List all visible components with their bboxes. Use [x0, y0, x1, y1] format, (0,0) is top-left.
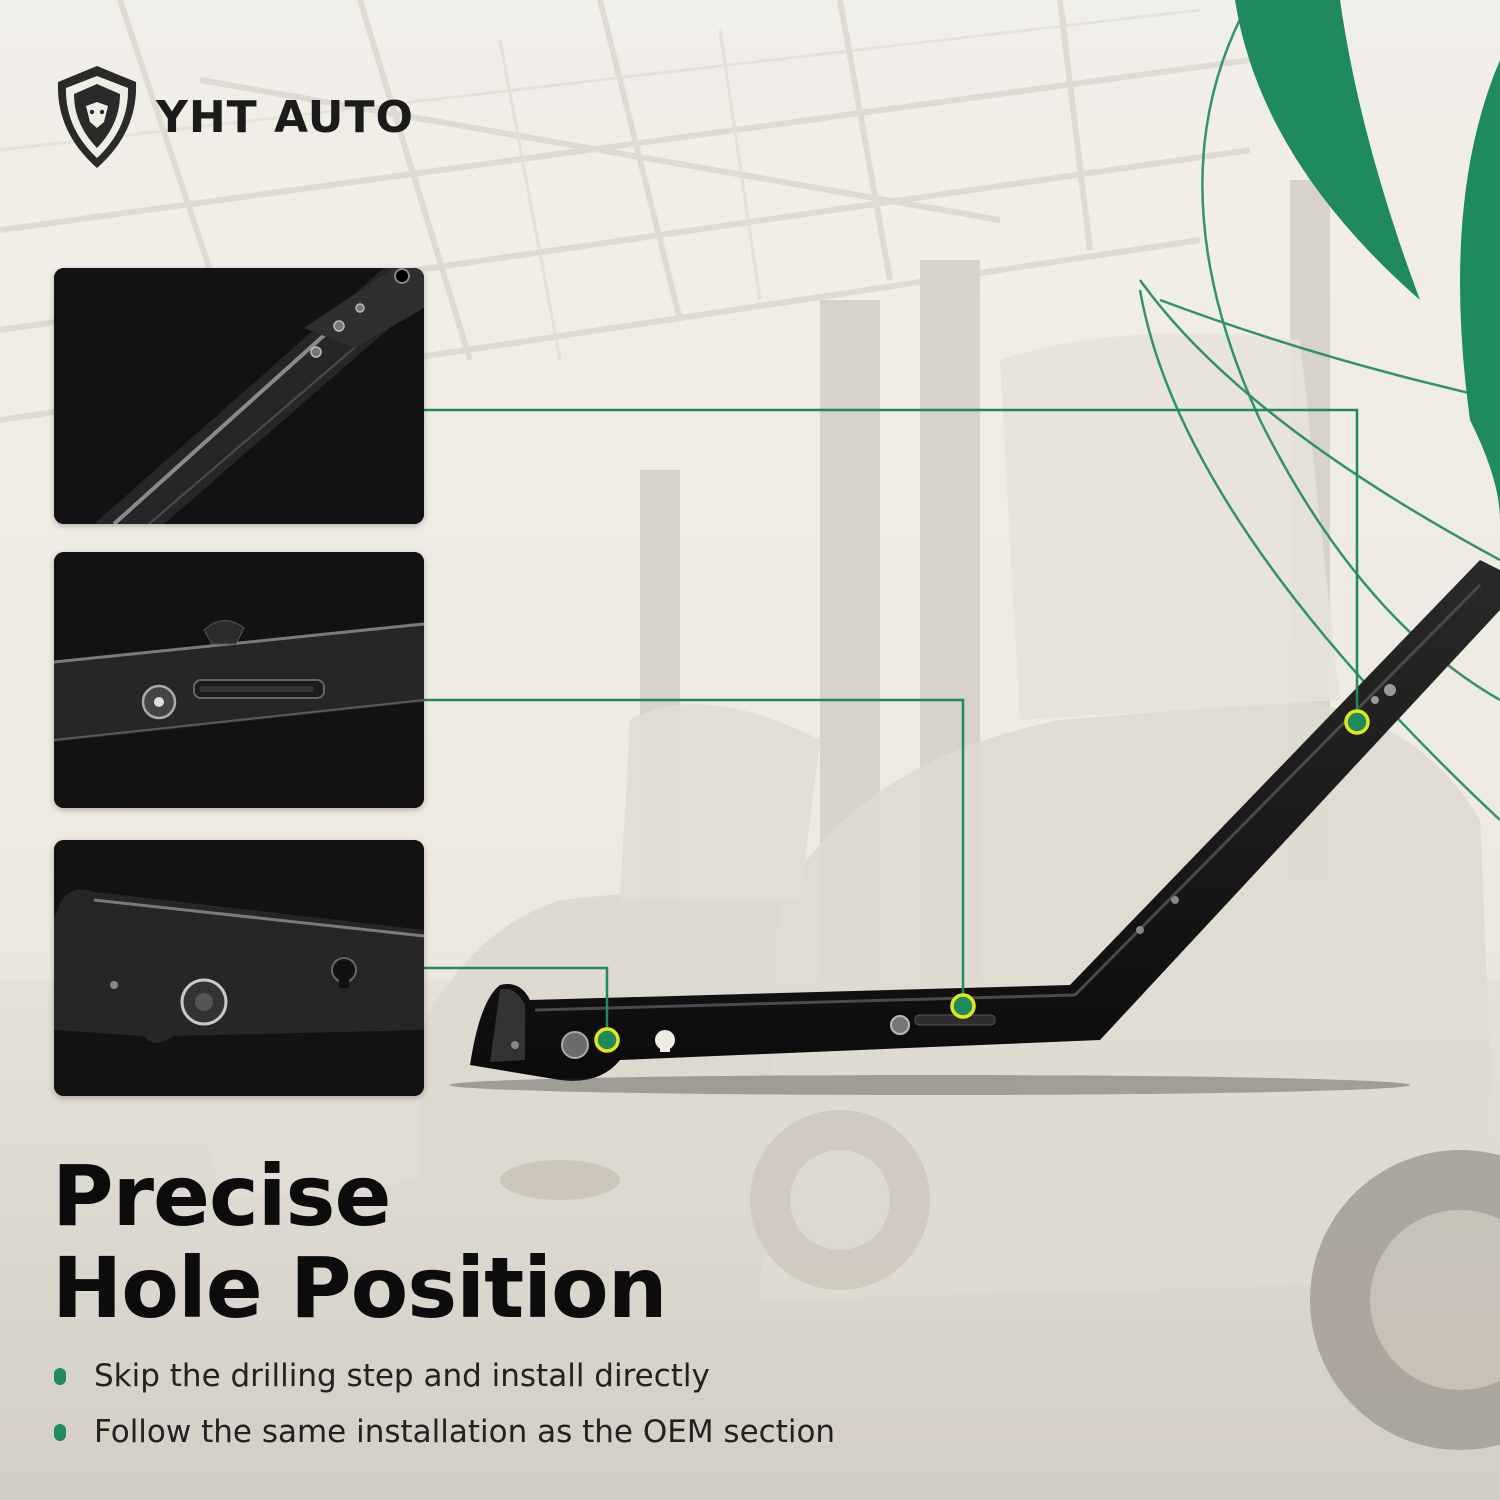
bullet-text: Skip the drilling step and install direc… — [94, 1358, 710, 1394]
brand-name: YHT AUTO — [156, 91, 414, 143]
headline-line-2: Hole Position — [52, 1239, 668, 1337]
list-item: Skip the drilling step and install direc… — [54, 1348, 835, 1404]
green-dot-icon — [54, 1367, 66, 1385]
headline-line-1: Precise — [52, 1147, 392, 1245]
bumper-brace-part — [470, 560, 1500, 1081]
detail-panel-middle-slot — [54, 552, 424, 808]
detail-panel-upper-holes — [54, 268, 424, 524]
feature-list: Skip the drilling step and install direc… — [54, 1348, 835, 1460]
callout-connector-lines — [424, 408, 1359, 1040]
brand-header: YHT AUTO — [52, 62, 414, 172]
hole-position-markers — [594, 709, 1370, 1053]
lion-head-shield-icon — [57, 66, 137, 168]
page-headline: Precise Hole Position — [52, 1147, 668, 1337]
detail-panel-lower-keyhole — [54, 840, 424, 1096]
list-item: Follow the same installation as the OEM … — [54, 1404, 835, 1460]
green-arc-lines — [1138, 0, 1500, 821]
bullet-text: Follow the same installation as the OEM … — [94, 1414, 836, 1450]
lower-hole-marker — [594, 1027, 620, 1053]
green-leaf-decoration — [1235, 0, 1500, 520]
upper-hole-marker — [1344, 709, 1370, 735]
middle-hole-marker — [950, 993, 976, 1019]
green-dot-icon — [54, 1423, 66, 1441]
